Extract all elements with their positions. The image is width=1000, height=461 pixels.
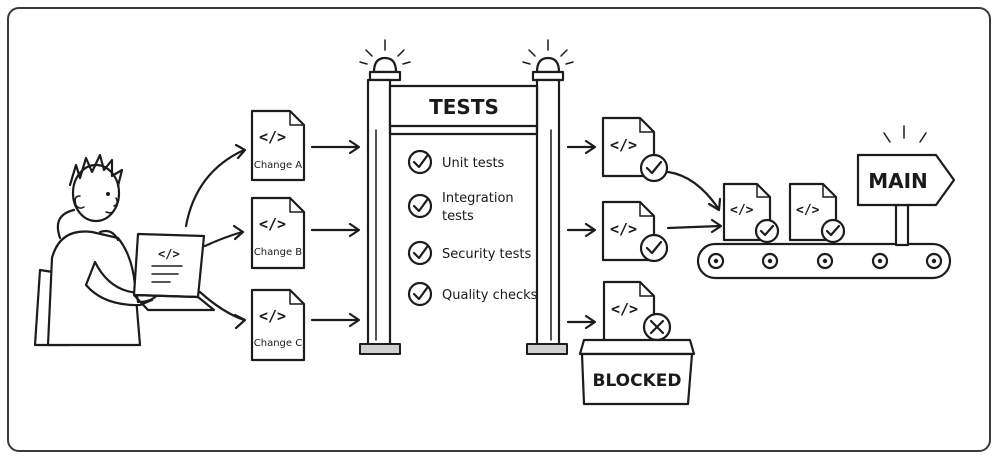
pass-check-icon bbox=[820, 218, 846, 244]
change-c-code-icon: </> bbox=[259, 307, 286, 325]
check-label-security: Security tests bbox=[442, 247, 531, 262]
blocked-bin: </> BLOCKED bbox=[578, 280, 696, 406]
change-c-label: Change C bbox=[254, 338, 302, 349]
passed-doc-2-code-icon: </> bbox=[610, 220, 637, 238]
pass-check-icon bbox=[754, 218, 780, 244]
diagram-frame bbox=[7, 7, 991, 452]
alarm-light-left-icon bbox=[359, 39, 411, 82]
pass-check-icon bbox=[639, 153, 669, 183]
alarm-light-right-icon bbox=[522, 39, 574, 82]
arrows-out-of-gate bbox=[566, 139, 597, 330]
arrow-to-change-a bbox=[184, 148, 246, 228]
change-b-code-icon: </> bbox=[259, 215, 286, 233]
change-doc-a: </> Change A bbox=[250, 109, 306, 182]
change-doc-b: </> Change B bbox=[250, 196, 306, 270]
arrowhead-conveyor-2 bbox=[710, 218, 723, 234]
arrowhead-b bbox=[232, 224, 245, 241]
laptop-code-glyph: </> bbox=[158, 247, 180, 261]
arrowhead-conveyor-1 bbox=[707, 197, 722, 212]
laptop-illustration: </> bbox=[132, 232, 216, 312]
check-integration-tests: Integration tests bbox=[407, 191, 514, 224]
passed-doc-1: </> bbox=[601, 116, 669, 183]
arrow-to-change-b bbox=[203, 230, 244, 248]
change-a-label: Change A bbox=[254, 160, 302, 171]
merged-doc-2-code-icon: </> bbox=[796, 203, 820, 218]
check-label-unit: Unit tests bbox=[442, 156, 505, 171]
arrow-to-conveyor-2 bbox=[666, 224, 722, 230]
check-label-integration-2: tests bbox=[442, 209, 474, 224]
check-label-integration-1: Integration bbox=[442, 191, 514, 206]
developer-illustration bbox=[33, 153, 160, 347]
check-security-tests: Security tests bbox=[407, 240, 531, 266]
test-gate: TESTS Unit tests Integration tests Secur… bbox=[359, 39, 574, 355]
passed-doc-1-code-icon: </> bbox=[610, 136, 637, 154]
merged-doc-2: </> bbox=[788, 182, 846, 244]
merged-doc-1-code-icon: </> bbox=[730, 203, 754, 218]
arrowhead-c bbox=[233, 313, 247, 330]
arrows-into-gate bbox=[310, 139, 361, 328]
change-doc-c: </> Change C bbox=[250, 288, 306, 362]
blocked-label: BLOCKED bbox=[592, 371, 681, 391]
blocked-doc-code-icon: </> bbox=[611, 300, 638, 318]
change-a-code-icon: </> bbox=[259, 128, 286, 146]
change-b-label: Change B bbox=[254, 247, 302, 258]
conveyor-belt bbox=[696, 242, 952, 280]
main-sign-label: MAIN bbox=[868, 169, 928, 193]
arrowhead-a bbox=[234, 143, 247, 160]
check-unit-tests: Unit tests bbox=[407, 149, 505, 175]
merged-doc-1: </> bbox=[722, 182, 780, 244]
check-quality-checks: Quality checks bbox=[407, 281, 538, 307]
main-branch-sign: MAIN bbox=[856, 125, 956, 247]
arrow-to-conveyor-1 bbox=[666, 170, 720, 210]
pass-check-icon bbox=[639, 233, 669, 263]
check-label-quality: Quality checks bbox=[442, 288, 538, 303]
passed-doc-2: </> bbox=[601, 200, 669, 263]
gate-title: TESTS bbox=[429, 95, 499, 119]
